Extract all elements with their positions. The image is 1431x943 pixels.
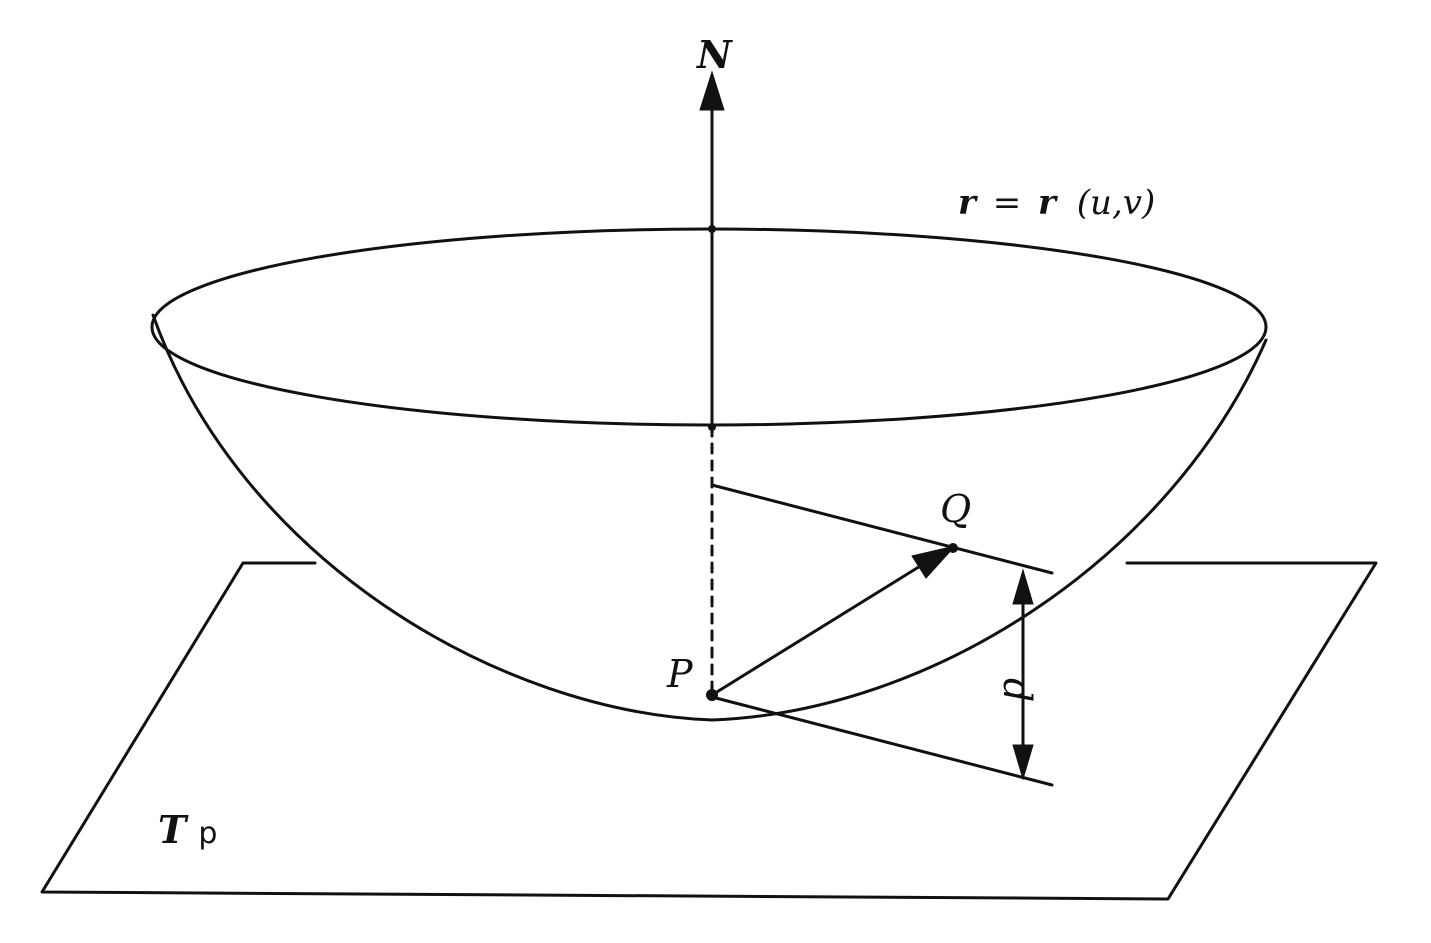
distance-marker (1012, 568, 1034, 781)
distance-arrowhead-bottom (1012, 744, 1034, 781)
paraboloid-surface (150, 227, 1268, 722)
normal-arrowhead (699, 70, 725, 111)
label-point-q: Q (940, 487, 971, 531)
vector-pq (706, 543, 958, 701)
label-tangent-plane: T p (158, 807, 217, 852)
tangent-plane-left-back-edge (40, 561, 1378, 901)
distance-arrowhead-top (1012, 568, 1034, 605)
bowl-rim (150, 227, 1268, 427)
parallel-lines (710, 483, 1054, 787)
label-normal: N (696, 32, 733, 77)
vector-pq-shaft (710, 558, 932, 697)
lower-parallel-line (710, 695, 1054, 787)
tangent-plane (40, 561, 1378, 901)
label-point-p: P (666, 652, 694, 696)
tangent-plane-sub: p (198, 816, 217, 851)
normal-rim-intersection-top (708, 225, 716, 233)
vector-pq-arrowhead (911, 545, 957, 579)
normal-rim-intersection-bottom (708, 423, 716, 431)
label-surface-equation: r = r (u,v) (958, 183, 1155, 223)
surface-eq-sign: = (993, 183, 1022, 223)
label-distance: d (995, 678, 1039, 702)
bowl-contour (151, 313, 1268, 722)
point-q-dot (948, 543, 958, 553)
surface-eq-rhs: r (1038, 183, 1058, 223)
surface-eq-args: (u,v) (1077, 183, 1155, 223)
upper-parallel-line (710, 483, 1054, 575)
tangent-plane-main: T (158, 807, 189, 852)
normal-vector (699, 70, 725, 692)
surface-eq-lhs: r (958, 183, 978, 223)
point-p-dot (706, 689, 718, 701)
